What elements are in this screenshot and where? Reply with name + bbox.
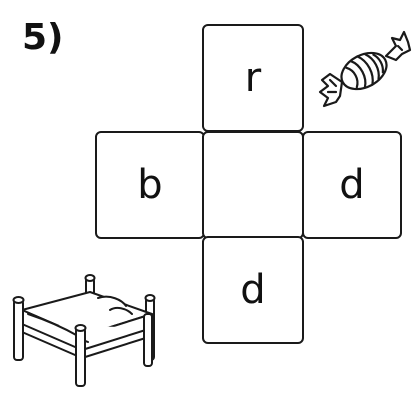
exercise-number: 5): [22, 20, 64, 56]
letter-box-right: d: [302, 131, 402, 239]
letter-box-top: r: [202, 24, 304, 132]
letter-box-center-blank[interactable]: [202, 131, 304, 239]
bed-icon: [6, 270, 171, 390]
candy-icon: [312, 16, 412, 116]
letter-box-bottom: d: [202, 236, 304, 344]
letter-box-left: b: [95, 131, 205, 239]
